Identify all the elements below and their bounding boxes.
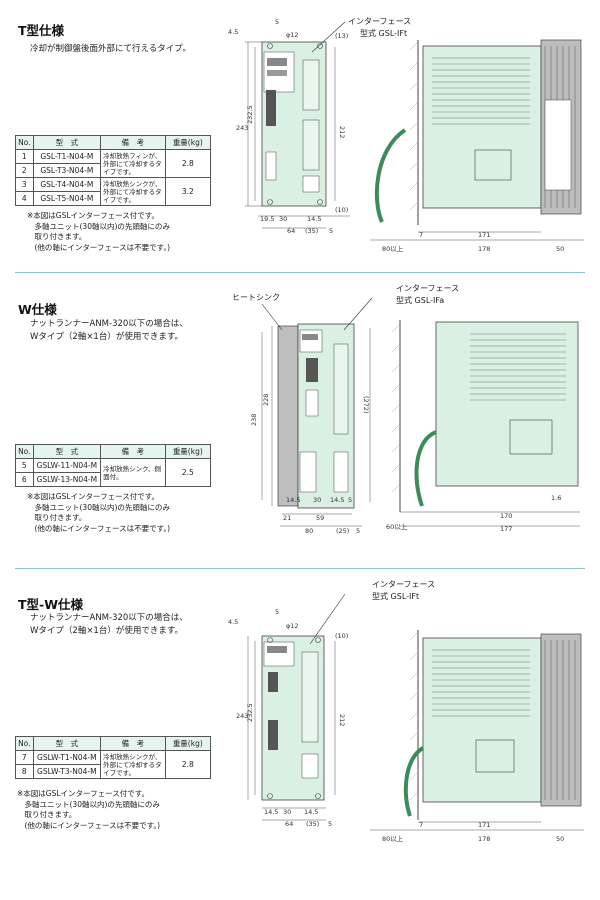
- dim-label: 80以上: [382, 244, 404, 253]
- front-view: [261, 635, 325, 801]
- dim-label: 14.5: [330, 496, 344, 504]
- interface-model: 型式 GSL-IFa: [396, 295, 444, 305]
- section-title: T型仕様: [18, 23, 65, 38]
- dim-label: 50: [556, 835, 564, 843]
- dim-label: 232.5: [246, 703, 254, 722]
- dim-label: 59: [316, 514, 324, 522]
- front-view: [277, 323, 355, 509]
- dim-label: 50: [556, 245, 564, 253]
- dim-label: 171: [478, 821, 490, 829]
- dim-label: 80: [305, 527, 313, 535]
- spec-table: No. 型 式 備 考 重量(kg) 1 GSL-T1-N04-M 冷却放熱フィ…: [15, 135, 212, 206]
- dim-label: 64: [285, 820, 293, 828]
- dim-label: (35): [305, 227, 318, 235]
- heatsink-label: ヒートシンク: [232, 293, 280, 302]
- interface-label: インターフェース: [396, 284, 459, 293]
- dim-label: 243: [236, 124, 248, 132]
- section-description: ナットランナーANM-320以下の場合は、 Wタイプ（2軸×1台）が使用できます…: [30, 319, 188, 342]
- dim-label: 64: [287, 227, 295, 235]
- dim-label: 4.5: [228, 618, 238, 626]
- section-t-type: T型仕様 冷却が制御盤後面外部にて行えるタイプ。 No. 型 式 備 考 重量(…: [0, 0, 600, 270]
- dim-label: 4.5: [228, 28, 238, 36]
- dim-label: 238: [250, 414, 258, 426]
- side-view: [391, 320, 579, 512]
- dim-label: 30: [279, 215, 287, 223]
- footnote: ※本図はGSLインターフェース付です。 多軸ユニット(30軸以内)の先頭軸にのみ…: [27, 492, 171, 533]
- dim-label: 1.6: [551, 494, 561, 502]
- interface-model: 型式 GSL-IFt: [372, 591, 419, 601]
- dim-label: 7: [419, 231, 423, 239]
- dim-label: 5: [329, 227, 333, 235]
- col-model: 型 式: [32, 135, 102, 150]
- dim-label: 14.5: [264, 808, 278, 816]
- side-view: [374, 39, 582, 225]
- dim-label: (25): [336, 527, 349, 535]
- dim-label: 14.5: [304, 808, 318, 816]
- side-view: [403, 630, 582, 820]
- dim-label: 228: [262, 394, 270, 406]
- section-w-type: W仕様 ナットランナーANM-320以下の場合は、 Wタイプ（2軸×1台）が使用…: [0, 272, 600, 568]
- dim-label: (35): [306, 820, 319, 828]
- table-row: 3 GSL-T4-N04-M 冷却放熱シンクが、外部にて冷却するタイプです。 3…: [15, 177, 212, 206]
- col-note: 備 考: [100, 135, 166, 150]
- table-row: 6 GSLW-13-N04-M: [15, 472, 211, 487]
- section-title: W仕様: [18, 302, 57, 317]
- dim-label: 212: [338, 714, 346, 726]
- dim-label: 170: [500, 512, 512, 520]
- interface-label: インターフェース: [348, 17, 411, 26]
- dim-label: 60以上: [386, 522, 408, 531]
- dim-label: 80以上: [382, 834, 404, 843]
- section-tw-type: T型-W仕様 ナットランナーANM-320以下の場合は、 Wタイプ（2軸×1台）…: [0, 568, 600, 900]
- front-view: [261, 41, 327, 207]
- table-row: 5 GSLW-11-N04-M 冷却放熱シンク、側面付。 2.5: [15, 458, 212, 487]
- dim-label: 7: [419, 821, 423, 829]
- table-row: 8 GSLW-T3-N04-M: [15, 764, 211, 779]
- footnote: ※本図はGSLインターフェース付です。 多軸ユニット(30軸以内)の先頭軸にのみ…: [27, 211, 171, 252]
- dim-label: 5: [348, 496, 352, 504]
- section-description: ナットランナーANM-320以下の場合は、 Wタイプ（2軸×1台）が使用できます…: [30, 613, 188, 636]
- tw-type-drawing: 4.5 5 φ12 243 232.5 212 (10) 14.5 30 14.…: [228, 580, 584, 843]
- table-row: 2 GSL-T3-N04-M: [15, 163, 211, 178]
- table-row: 7 GSLW-T1-N04-M 冷却放熱シンクが、外部にて冷却するタイプです。 …: [15, 750, 212, 779]
- dim-label: 5: [275, 608, 279, 616]
- dim-label: (13): [335, 32, 348, 40]
- t-type-drawing: 4.5 5 φ12 243 232.5 212 (13) (10) 19.5 3…: [228, 17, 584, 253]
- section-description: 冷却が制御盤後面外部にて行えるタイプ。: [30, 44, 191, 54]
- dim-label: φ12: [286, 31, 299, 39]
- dim-label: 243: [236, 712, 248, 720]
- interface-label: インターフェース: [372, 580, 435, 589]
- spec-table: No. 型 式 備 考 重量(kg) 5 GSLW-11-N04-M 冷却放熱シ…: [15, 444, 212, 487]
- dim-label: 177: [500, 525, 512, 533]
- dim-label: (10): [335, 632, 348, 640]
- section-title: T型-W仕様: [18, 597, 84, 612]
- dim-label: 21: [283, 514, 291, 522]
- footnote: ※本図はGSLインターフェース付です。 多軸ユニット(30軸以内)の先頭軸にのみ…: [17, 789, 161, 830]
- dim-label: 232.5: [246, 105, 254, 124]
- dim-label: 178: [478, 245, 490, 253]
- table-row: 4 GSL-T5-N04-M: [15, 191, 211, 206]
- spec-table: No. 型 式 備 考 重量(kg) 7 GSLW-T1-N04-M 冷却放熱シ…: [15, 736, 212, 779]
- dim-label: 14.5: [307, 215, 321, 223]
- dim-label: 19.5: [260, 215, 274, 223]
- dim-label: 5: [328, 820, 332, 828]
- col-weight: 重量(kg): [164, 135, 212, 150]
- section-divider: [15, 568, 585, 569]
- dim-label: 30: [313, 496, 321, 504]
- dim-label: 212: [338, 126, 346, 138]
- table-header-row: No. 型 式 備 考 重量(kg): [15, 135, 212, 150]
- dim-label: 171: [478, 231, 490, 239]
- dim-label: φ12: [286, 622, 299, 630]
- dim-label: 5: [275, 18, 279, 26]
- dim-label: 30: [283, 808, 291, 816]
- section-divider: [15, 272, 585, 273]
- dim-label: 5: [356, 527, 360, 535]
- dim-label: 14.5: [286, 496, 300, 504]
- dim-label: (272): [362, 396, 370, 413]
- dim-label: (10): [335, 206, 348, 214]
- interface-model: 型式 GSL-IFt: [360, 28, 407, 38]
- dim-label: 178: [478, 835, 490, 843]
- w-type-drawing: 238 228 (272) 14.5 30 14.5 5 21 59 80 (2…: [232, 284, 580, 535]
